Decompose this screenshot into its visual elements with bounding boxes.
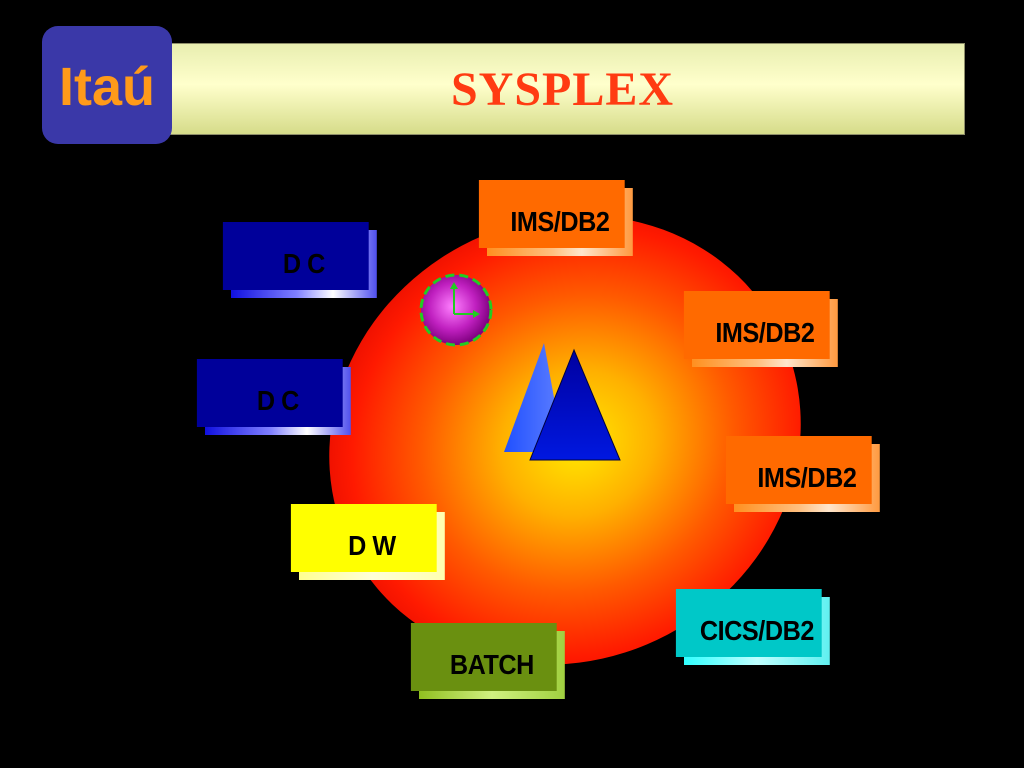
itau-logo: Itaú [42,26,172,144]
clock-icon [418,272,494,348]
ims-db2-box-1-label: IMS/DB2 [510,206,610,237]
ims-db2-box-3: IMS/DB2 [725,436,880,512]
ims-db2-box-2-label: IMS/DB2 [715,317,815,348]
cics-db2-box-label: CICS/DB2 [699,615,814,646]
dc-box-1-label: D C [282,248,326,279]
batch-box: BATCH [410,623,565,699]
ims-db2-box-1: IMS/DB2 [478,180,633,256]
dc-box-2: D C [196,359,351,435]
cics-db2-box: CICS/DB2 [675,589,830,665]
dc-box-1: D C [222,222,377,298]
ims-db2-box-2: IMS/DB2 [683,291,838,367]
ims-db2-box-3-label: IMS/DB2 [757,462,857,493]
dw-box-label: D W [348,530,396,561]
pyramid-icon [500,340,630,465]
dc-box-2-label: D C [256,385,300,416]
logo-text: Itaú [58,57,155,117]
page-title: SYSPLEX [450,62,675,116]
batch-box-label: BATCH [449,649,535,680]
dw-box: D W [290,504,445,580]
title-bar: SYSPLEX [160,43,965,135]
